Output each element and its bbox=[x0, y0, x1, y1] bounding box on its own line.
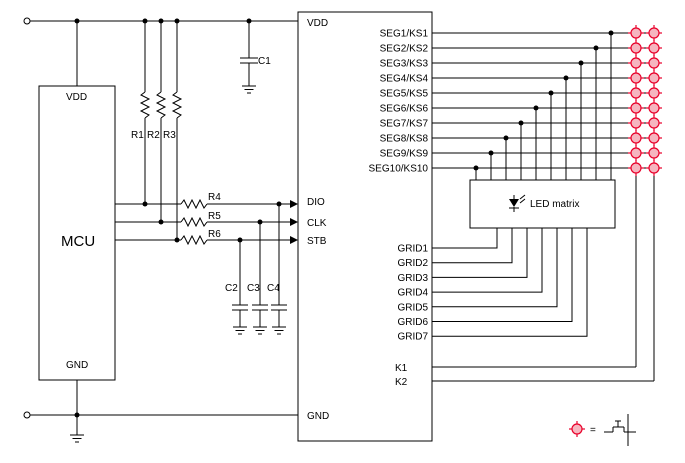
ic-dio-label: DIO bbox=[307, 197, 325, 208]
c1-label: C1 bbox=[258, 56, 271, 67]
capacitor-c1 bbox=[240, 21, 258, 94]
gnd-terminal bbox=[23, 411, 31, 419]
junction-dot bbox=[74, 18, 80, 24]
r1-label: R1 bbox=[131, 130, 144, 141]
grid-pin-label: GRID1 bbox=[397, 244, 428, 255]
grid-pin-label: GRID3 bbox=[397, 273, 428, 284]
key-switch-node bbox=[628, 40, 644, 56]
key-switch-node bbox=[628, 130, 644, 146]
ic-k2-label: K2 bbox=[395, 377, 408, 388]
legend-equals: = bbox=[590, 425, 596, 436]
grid-wire bbox=[432, 228, 513, 264]
key-switch-node bbox=[646, 115, 662, 131]
c2-label: C2 bbox=[225, 283, 238, 294]
key-switch-node bbox=[646, 40, 662, 56]
ic-gnd-label: GND bbox=[307, 411, 329, 422]
seg-pin-label: SEG5/KS5 bbox=[380, 89, 429, 100]
junction-dot bbox=[174, 237, 180, 243]
junction-dot bbox=[142, 201, 148, 207]
led-icon bbox=[509, 194, 526, 212]
key-switch-node bbox=[646, 70, 662, 86]
c4-label: C4 bbox=[267, 283, 280, 294]
grid-pin-label: GRID2 bbox=[397, 258, 428, 269]
seg-pin-label: SEG2/KS2 bbox=[380, 44, 429, 55]
r6-label: R6 bbox=[208, 229, 221, 240]
key-switch-node bbox=[628, 55, 644, 71]
key-switch-node bbox=[628, 100, 644, 116]
capacitor-c2 bbox=[232, 240, 248, 335]
ic-clk-label: CLK bbox=[307, 218, 327, 229]
key-switch-node bbox=[646, 145, 662, 161]
seg-pin-label: SEG1/KS1 bbox=[380, 29, 429, 40]
r4-label: R4 bbox=[208, 192, 221, 203]
key-switch-node bbox=[628, 145, 644, 161]
driver-ic-block bbox=[297, 11, 433, 442]
seg-pin-label: SEG7/KS7 bbox=[380, 119, 429, 130]
key-switch-node bbox=[628, 25, 644, 41]
seg-pin-label: SEG8/KS8 bbox=[380, 134, 429, 145]
ic-stb-label: STB bbox=[307, 236, 327, 247]
c3-label: C3 bbox=[247, 283, 260, 294]
clk-line bbox=[115, 216, 298, 228]
grid-wire bbox=[432, 228, 588, 337]
key-switch-node bbox=[646, 100, 662, 116]
seg-pin-label: SEG10/KS10 bbox=[369, 164, 429, 175]
seg-pin-label: SEG3/KS3 bbox=[380, 59, 429, 70]
grid-wire bbox=[432, 228, 543, 293]
key-switch-node bbox=[628, 160, 644, 176]
resistor-r2 bbox=[155, 21, 167, 222]
key-switch-node bbox=[628, 115, 644, 131]
stb-line bbox=[115, 234, 298, 246]
dio-line bbox=[115, 198, 298, 210]
vdd-terminal bbox=[23, 17, 31, 25]
grid-pin-label: GRID4 bbox=[397, 288, 428, 299]
ic-vdd-label: VDD bbox=[307, 18, 328, 29]
grid-wire bbox=[432, 228, 498, 249]
r5-label: R5 bbox=[208, 211, 221, 222]
key-switch-node bbox=[628, 85, 644, 101]
seg-pin-labels: SEG1/KS1SEG2/KS2SEG3/KS3SEG4/KS4SEG5/KS5… bbox=[369, 29, 429, 175]
grid-wire bbox=[432, 228, 528, 278]
grid-pin-label: GRID6 bbox=[397, 317, 428, 328]
mcu-block bbox=[38, 85, 116, 381]
key-switch-node bbox=[646, 85, 662, 101]
seg-pin-label: SEG9/KS9 bbox=[380, 149, 429, 160]
key-switch-nodes bbox=[628, 25, 662, 176]
led-matrix-block bbox=[469, 179, 616, 229]
key-switch-node bbox=[646, 25, 662, 41]
grid-wire bbox=[432, 228, 558, 308]
seg-pin-label: SEG6/KS6 bbox=[380, 104, 429, 115]
key-switch-node bbox=[646, 55, 662, 71]
key-node-legend: = bbox=[569, 414, 636, 446]
mcu-gnd-label: GND bbox=[66, 360, 88, 371]
capacitor-c3 bbox=[252, 222, 268, 335]
capacitor-c4 bbox=[271, 204, 287, 335]
key-switch-node bbox=[628, 70, 644, 86]
grid-wires bbox=[432, 228, 588, 337]
ground-symbol bbox=[70, 434, 84, 443]
r2-label: R2 bbox=[147, 130, 160, 141]
led-matrix-label: LED matrix bbox=[530, 199, 579, 210]
grid-pin-label: GRID5 bbox=[397, 302, 428, 313]
resistor-r1 bbox=[139, 21, 151, 204]
junction-dot bbox=[74, 412, 80, 418]
mcu-name-label: MCU bbox=[61, 233, 95, 250]
grid-pin-label: GRID7 bbox=[397, 332, 428, 343]
seg-wires bbox=[432, 30, 654, 180]
ic-k1-label: K1 bbox=[395, 363, 408, 374]
push-switch-icon bbox=[604, 414, 636, 446]
grid-wire bbox=[432, 228, 573, 322]
junction-dot bbox=[158, 219, 164, 225]
key-switch-node bbox=[646, 130, 662, 146]
seg-pin-label: SEG4/KS4 bbox=[380, 74, 429, 85]
r3-label: R3 bbox=[163, 130, 176, 141]
mcu-vdd-label: VDD bbox=[66, 92, 87, 103]
resistor-r3 bbox=[171, 21, 183, 240]
key-switch-node bbox=[646, 160, 662, 176]
